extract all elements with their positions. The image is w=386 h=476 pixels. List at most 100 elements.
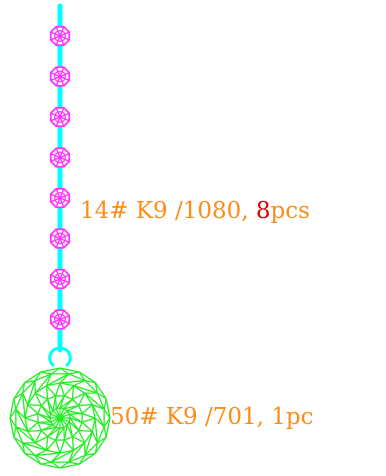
ball-facet-edge <box>103 398 107 410</box>
ball-facet-edge <box>15 408 26 419</box>
ball-facet-edge <box>9 408 17 419</box>
ball-facet-edge <box>91 404 105 428</box>
ball-facet-edge <box>34 373 52 394</box>
bead-label: 14# K9 /1080, 8pcs <box>80 198 310 224</box>
ball-facet-edge <box>63 439 74 451</box>
ball-facet-edge <box>15 408 29 432</box>
ball-facet-edge <box>50 449 74 463</box>
ball-facet-edge <box>78 455 86 465</box>
ball-facet-edge <box>46 439 57 451</box>
ball-facet-edge <box>94 442 99 454</box>
ball-facet-edge <box>27 429 42 433</box>
ball-facet-edge <box>54 395 57 409</box>
ball-facet-edge <box>21 392 29 405</box>
ball-facet-edge <box>46 399 54 412</box>
ball-facet-edge <box>97 392 107 400</box>
ball-facet-edge <box>91 431 99 444</box>
ball-facet-edge <box>34 449 47 457</box>
ball-facet-edge <box>63 385 74 397</box>
ball-facet-edge <box>81 404 93 415</box>
crystal-bead <box>49 147 71 168</box>
ball-facet-edge <box>21 382 26 394</box>
ball-facet-edge <box>71 436 75 451</box>
ball-facet-edge <box>63 427 66 441</box>
ball-facet-edge <box>81 412 96 419</box>
ball-facet-edge <box>24 379 36 384</box>
ball-facet-edge <box>13 392 23 400</box>
crystal-bead <box>49 268 71 290</box>
ball-facet-edge <box>9 417 17 428</box>
ball-facet-edge <box>21 442 26 454</box>
ball-facet-edge <box>59 382 66 397</box>
ball-facet-edge <box>63 398 73 410</box>
crystal-bead <box>49 25 71 47</box>
ball-facet-edge <box>103 426 107 438</box>
ball-facet-edge <box>84 392 105 410</box>
ball-facet-edge <box>54 382 61 397</box>
ball-facet-edge <box>54 427 61 441</box>
ball-facet-edge <box>59 461 70 469</box>
ball-facet-edge <box>72 392 86 400</box>
ball-facet-edge <box>78 371 86 381</box>
ball-facet-edge <box>68 371 80 375</box>
ball-facet-edge <box>15 426 36 444</box>
ball-facet-edge <box>84 431 93 456</box>
ball-facet-edge <box>37 412 51 419</box>
bead-label-prefix: 14# K9 /1080, <box>80 198 256 224</box>
ball-label: 50# K9 /701, 1pc <box>110 404 314 430</box>
crystal-bead <box>49 228 71 249</box>
bead-label-count: 8 <box>256 198 271 224</box>
ball-facet-edge <box>73 379 86 387</box>
ball-facet-edge <box>81 417 96 424</box>
ball-facet-edge <box>13 398 17 410</box>
ball-facet-edge <box>13 426 17 438</box>
ball-facet-edge <box>59 413 70 419</box>
ball-facet-edge <box>68 461 80 465</box>
ball-facet-edge <box>78 403 93 407</box>
ball-facet-edge <box>59 395 66 409</box>
ball-facet-edge <box>103 417 111 428</box>
ball-facet-edge <box>92 404 105 410</box>
ball-facet-edge <box>15 426 28 432</box>
ball-facet-edge <box>34 430 42 444</box>
ball-facet-edge <box>45 385 49 400</box>
ball-facet-edge <box>66 424 74 437</box>
ball-facet-edge <box>94 417 105 428</box>
ball-facet-edge <box>68 421 80 431</box>
ball-facet-edge <box>37 421 51 424</box>
ball-facet-edge <box>40 461 52 465</box>
crystal-bead <box>49 309 71 330</box>
bead-strand <box>49 25 71 330</box>
ball-facet-edge <box>73 385 98 394</box>
ball-facet-edge <box>46 385 57 397</box>
ball-facet-edge <box>59 439 66 454</box>
ball-facet-edge <box>84 452 96 457</box>
ball-facet-edge <box>94 417 99 444</box>
ball-facet-edge <box>69 412 83 415</box>
ball-facet-edge <box>21 392 26 419</box>
ball-facet-edge <box>45 436 49 451</box>
ball-facet-edge <box>50 461 61 469</box>
ball-facet-edge <box>27 404 39 415</box>
crystal-bead <box>49 187 71 209</box>
ball-facet-edge <box>94 382 99 394</box>
crystal-bead <box>49 66 71 87</box>
ball-facet-edge <box>13 436 23 444</box>
ball-facet-edge <box>103 408 111 419</box>
ball-facet-edge <box>78 430 86 444</box>
ball-facet-edge <box>34 371 42 381</box>
ball-facet-edge <box>41 424 54 432</box>
ball-facet-edge <box>34 455 42 465</box>
bead-label-unit: pcs <box>271 198 310 224</box>
ball-facet-edge <box>81 421 93 432</box>
ball-facet-edge <box>71 385 75 400</box>
crystal-bead <box>49 106 71 128</box>
ball-facet-edge <box>24 417 39 424</box>
ball-facet-edge <box>59 367 70 375</box>
ball-facet-edge <box>97 436 107 444</box>
ball-facet-edge <box>68 450 74 463</box>
ball-facet-edge <box>34 392 48 400</box>
hook-loop <box>48 346 72 368</box>
ball-facet-edge <box>24 412 39 419</box>
ball-facet-edge <box>59 379 86 384</box>
